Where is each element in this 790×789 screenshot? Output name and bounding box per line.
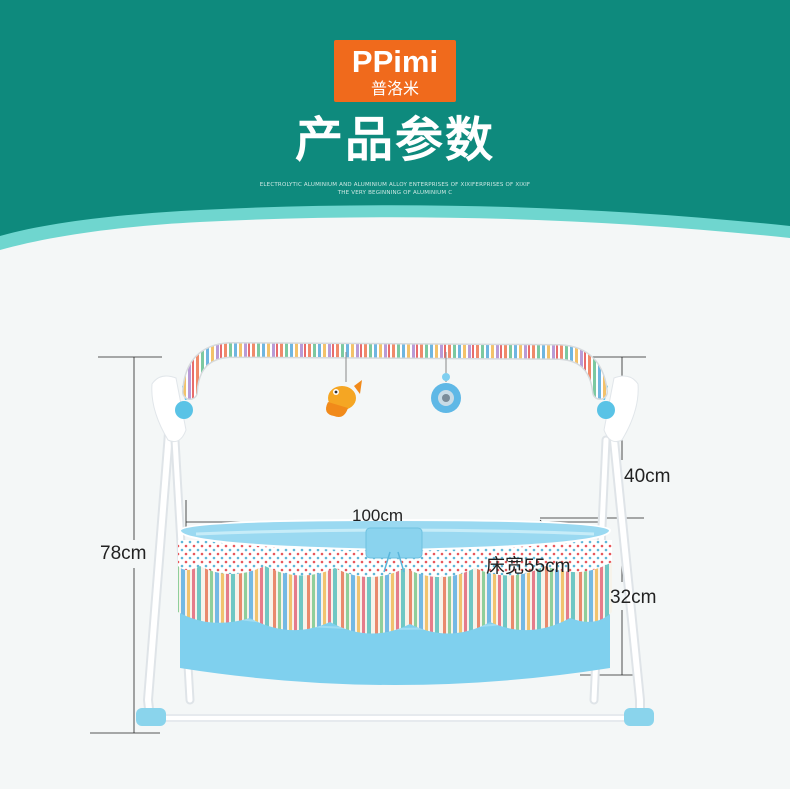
label-basket-height: 32cm xyxy=(610,587,657,608)
label-bed-length: 100cm xyxy=(352,506,404,525)
logo-text: PPimi xyxy=(351,44,439,79)
tagline-line-2: THE VERY BEGINNING OF ALUMINIUM C xyxy=(337,190,453,196)
page-title: 产品参数 xyxy=(294,112,495,168)
label-bed-width: 床宽55cm xyxy=(486,556,571,577)
brand-logo: PPimi 普洛米 xyxy=(334,40,456,102)
tagline-line-1: ELECTROLYTIC ALUMINIUM AND ALUMINIUM ALL… xyxy=(259,182,531,188)
label-arch-height: 40cm xyxy=(624,466,671,487)
logo-subtext: 普洛米 xyxy=(370,79,419,98)
label-total-height: 78cm xyxy=(100,543,147,564)
